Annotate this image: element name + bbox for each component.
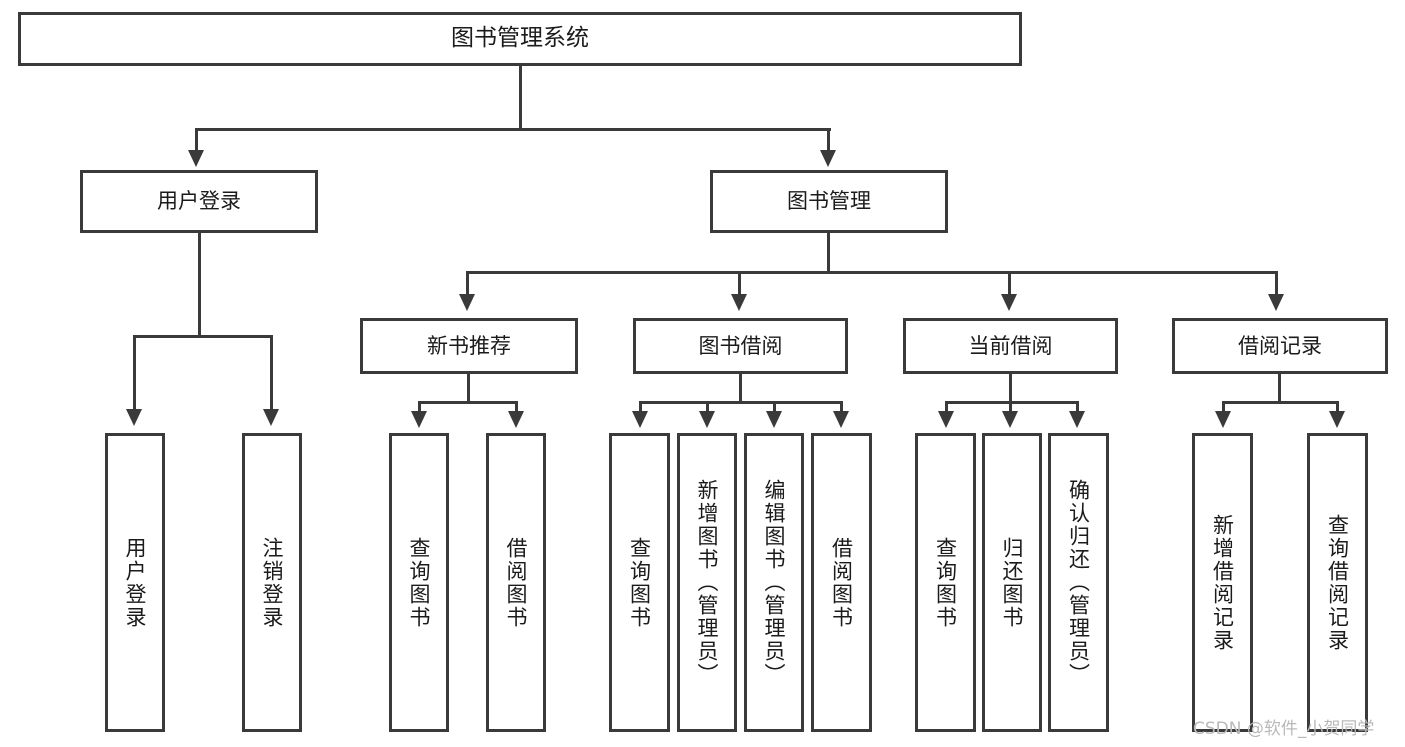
arrowhead-book-borrow: [731, 294, 747, 311]
csdn-watermark: CSDN @软件_小贺同学: [1193, 719, 1375, 739]
connector-level2-drop-book-management: [827, 128, 830, 152]
node-label: 查询图书: [627, 536, 652, 629]
connector-borrow-record-stem: [1278, 374, 1281, 403]
node-label: 注销登录: [260, 536, 285, 629]
connector-book-borrow-drop-4: [840, 401, 843, 413]
node-current-borrow[interactable]: 当前借阅: [903, 318, 1118, 374]
connector-user-login-bus: [133, 335, 272, 338]
node-leaf-edit-book[interactable]: 编辑图书（管理员）: [744, 433, 804, 732]
arrowhead-leaf-add-book: [699, 411, 715, 428]
connector-root-stem: [519, 66, 522, 128]
connector-new-book-drop-2: [515, 401, 518, 413]
node-label: 确认归还（管理员）: [1066, 479, 1091, 686]
node-label: 图书借阅: [698, 333, 783, 358]
node-leaf-borrow-book-2[interactable]: 借阅图书: [811, 433, 872, 732]
node-book-borrow[interactable]: 图书借阅: [633, 318, 848, 374]
connector-book-borrow-drop-3: [773, 401, 776, 413]
node-label: 查询图书: [933, 536, 958, 629]
connector-book-borrow-drop-1: [639, 401, 642, 413]
node-label: 归还图书: [1000, 536, 1025, 629]
connector-new-book-bus: [418, 401, 518, 404]
connector-new-book-drop-1: [418, 401, 421, 413]
arrowhead-user-login: [188, 150, 204, 167]
connector-current-borrow-drop-3: [1076, 401, 1079, 413]
arrowhead-leaf-query-record: [1329, 411, 1345, 428]
node-label: 查询借阅记录: [1325, 513, 1350, 652]
arrowhead-leaf-confirm-return: [1069, 411, 1085, 428]
connector-user-login-stem: [198, 233, 201, 335]
node-leaf-add-book[interactable]: 新增图书（管理员）: [677, 433, 737, 732]
node-label: 图书管理系统: [451, 25, 589, 52]
node-label: 用户登录: [157, 189, 241, 214]
arrowhead-leaf-user-login: [126, 409, 142, 426]
connector-current-borrow-stem: [1009, 374, 1012, 403]
connector-level3-drop-book-borrow: [738, 271, 741, 296]
arrowhead-current-borrow: [1001, 294, 1017, 311]
node-leaf-borrow-book-1[interactable]: 借阅图书: [486, 433, 546, 732]
connector-new-book-stem: [467, 374, 470, 403]
arrowhead-new-book-recommend: [459, 294, 475, 311]
node-label: 借阅图书: [504, 536, 529, 629]
arrowhead-leaf-edit-book: [766, 411, 782, 428]
arrowhead-leaf-query-book-1: [411, 411, 427, 428]
connector-book-borrow-drop-2: [706, 401, 709, 413]
connector-level3-drop-new-book: [466, 271, 469, 296]
node-leaf-query-book-1[interactable]: 查询图书: [389, 433, 449, 732]
connector-borrow-record-drop-1: [1222, 401, 1225, 413]
node-new-book-recommend[interactable]: 新书推荐: [360, 318, 578, 374]
connector-current-borrow-drop-1: [945, 401, 948, 413]
node-leaf-query-book-3[interactable]: 查询图书: [915, 433, 976, 732]
node-leaf-query-record[interactable]: 查询借阅记录: [1307, 433, 1368, 732]
arrowhead-leaf-return-book: [1002, 411, 1018, 428]
connector-book-borrow-stem: [739, 374, 742, 403]
connector-current-borrow-bus: [945, 401, 1079, 404]
node-book-management[interactable]: 图书管理: [710, 170, 948, 233]
connector-user-login-drop-1: [133, 335, 136, 411]
connector-current-borrow-drop-2: [1009, 401, 1012, 413]
node-label: 新增图书（管理员）: [695, 479, 720, 686]
connector-level2-drop-user-login: [195, 128, 198, 152]
node-leaf-user-login[interactable]: 用户登录: [105, 433, 165, 732]
connector-level3-drop-borrow-record: [1275, 271, 1278, 296]
connector-level2-bus: [196, 128, 831, 131]
node-leaf-confirm-return[interactable]: 确认归还（管理员）: [1048, 433, 1109, 732]
connector-level3-drop-current-borrow: [1008, 271, 1011, 296]
node-leaf-add-record[interactable]: 新增借阅记录: [1192, 433, 1253, 732]
node-leaf-query-book-2[interactable]: 查询图书: [609, 433, 670, 732]
arrowhead-book-management: [820, 150, 836, 167]
connector-book-management-stem: [827, 233, 830, 273]
connector-book-borrow-bus: [639, 401, 842, 404]
arrowhead-leaf-borrow-book-2: [833, 411, 849, 428]
node-leaf-logout-login[interactable]: 注销登录: [242, 433, 302, 732]
node-label: 编辑图书（管理员）: [762, 479, 787, 686]
connector-borrow-record-drop-2: [1336, 401, 1339, 413]
node-label: 查询图书: [407, 536, 432, 629]
node-label: 图书管理: [787, 189, 871, 214]
arrowhead-leaf-query-book-3: [938, 411, 954, 428]
arrowhead-leaf-logout-login: [263, 409, 279, 426]
node-label: 用户登录: [123, 536, 148, 629]
node-label: 借阅记录: [1238, 333, 1322, 358]
node-leaf-return-book[interactable]: 归还图书: [982, 433, 1042, 732]
node-label: 新书推荐: [427, 333, 511, 358]
connector-user-login-drop-2: [270, 335, 273, 411]
arrowhead-leaf-query-book-2: [632, 411, 648, 428]
node-user-login[interactable]: 用户登录: [80, 170, 318, 233]
connector-borrow-record-bus: [1222, 401, 1339, 404]
arrowhead-leaf-add-record: [1215, 411, 1231, 428]
node-label: 新增借阅记录: [1210, 513, 1235, 652]
node-root-book-management-system[interactable]: 图书管理系统: [18, 12, 1022, 66]
node-label: 借阅图书: [829, 536, 854, 629]
connector-level3-bus: [466, 271, 1278, 274]
node-label: 当前借阅: [968, 333, 1053, 358]
arrowhead-leaf-borrow-book-1: [508, 411, 524, 428]
node-borrow-record[interactable]: 借阅记录: [1172, 318, 1388, 374]
arrowhead-borrow-record: [1268, 294, 1284, 311]
